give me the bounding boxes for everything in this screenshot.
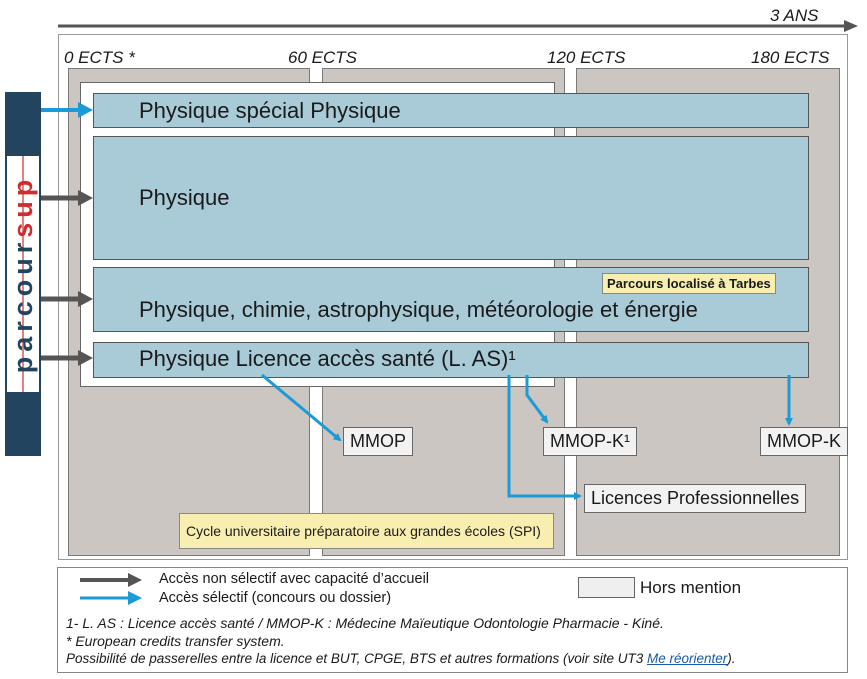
program-physique-chimie[interactable]: Physique, chimie, astrophysique, météoro… [93,267,809,332]
me-reorienter-link[interactable]: Me réorienter [647,651,728,666]
entry-arrow-physique [41,190,93,206]
mmop-k-box: MMOP-K [760,427,848,456]
ects-label-180: 180 ECTS [751,48,830,67]
program-label: Physique [139,185,230,210]
arrow-to-mmop-k1 [525,375,549,424]
footnote-2: * European credits transfer system. [66,633,285,649]
entry-arrow-chimie [41,291,93,307]
footnote-1: 1- L. AS : Licence accès santé / MMOP-K … [66,615,664,631]
parcoursup-logo: parcoursup [5,92,41,456]
ects-label-0: 0 ECTS * [64,48,135,67]
footnote-3: Possibilité de passerelles entre la lice… [66,651,736,666]
tarbes-badge: Parcours localisé à Tarbes [602,273,776,294]
legend-non-selective: Accès non sélectif avec capacité d’accue… [159,571,430,587]
arrow-to-licences-pro [507,375,582,500]
mmop-k1-box: MMOP-K¹ [543,427,637,456]
program-physique[interactable]: Physique [93,136,809,260]
timeline-arrow [58,20,858,32]
duration-label: 3 ANS [770,6,819,25]
program-physique-special[interactable]: Physique spécial Physique [93,93,809,128]
ects-label-120: 120 ECTS [547,48,626,67]
program-label: Physique, chimie, astrophysique, météoro… [139,297,698,322]
legend-selective: Accès sélectif (concours ou dossier) [159,590,392,606]
legend-hors-mention: Hors mention [640,578,742,597]
mmop-box: MMOP [343,427,413,456]
program-physique-las[interactable]: Physique Licence accès santé (L. AS)¹ [93,342,809,378]
logo-red-line [22,156,24,392]
program-label: Physique spécial Physique [139,98,401,123]
arrow-to-mmop [261,373,342,442]
entry-arrow-selective [41,102,93,118]
entry-arrow-las [41,350,93,366]
logo-band-bottom [7,392,39,454]
legend-hors-mention-swatch [578,577,635,598]
licences-pro-box: Licences Professionnelles [584,484,807,513]
legend-arrow-blue-icon [80,591,142,605]
ects-label-60: 60 ECTS [288,48,357,67]
legend-arrow-grey-icon [80,573,142,587]
spi-box: Cycle universitaire préparatoire aux gra… [179,513,554,549]
logo-band-top [7,94,39,156]
footnote-3-text: Possibilité de passerelles entre la lice… [66,651,647,666]
legend-panel [57,567,848,673]
program-label: Physique Licence accès santé (L. AS)¹ [139,346,516,371]
